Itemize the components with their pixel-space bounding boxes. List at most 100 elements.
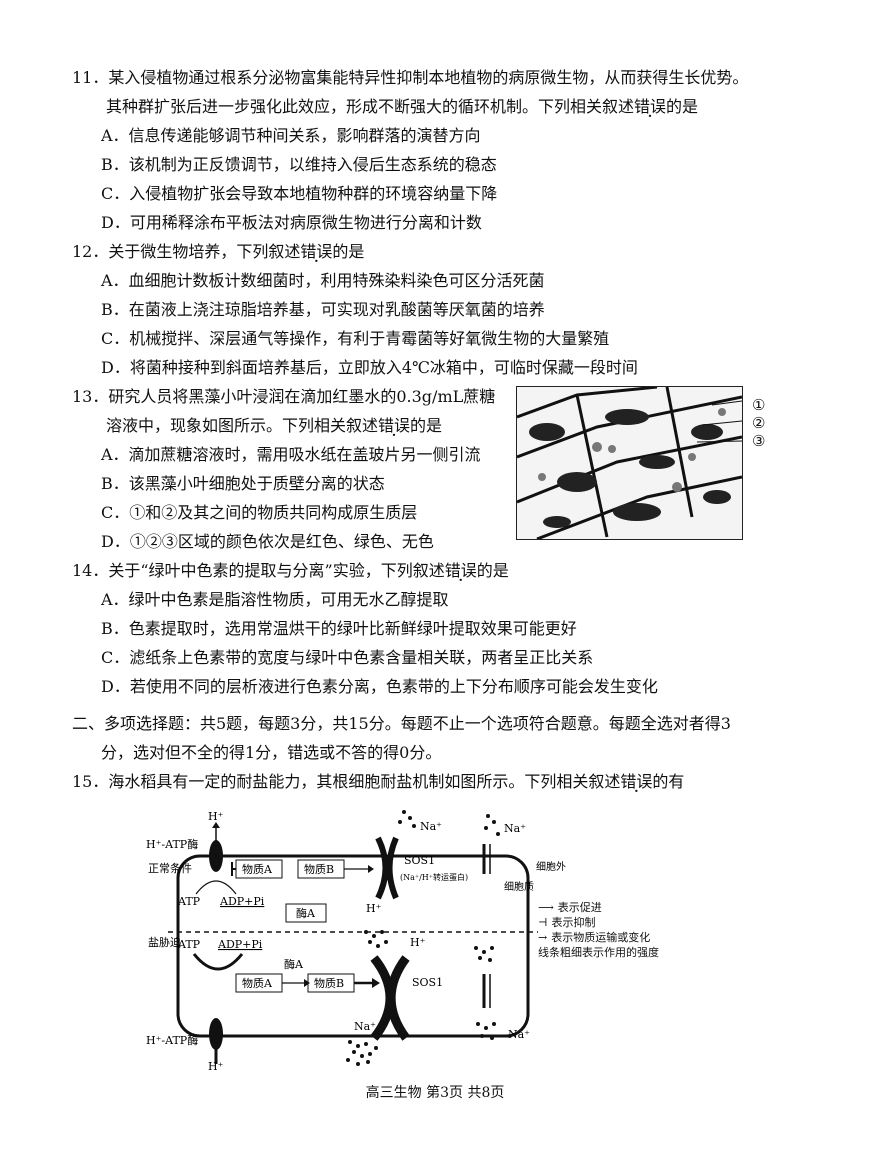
diagram-svg: 正常条件 盐胁迫 H⁺ H⁺-ATP酶 ATP ADP+Pi 物质A 物质B 酶… [146, 810, 566, 1073]
promote-arrow-icon: ⟶ [538, 901, 554, 914]
sos1-top-left [375, 836, 389, 900]
q13-option-a: A．滴加蔗糖溶液时，需用吸水纸在盖玻片另一侧引流 [101, 445, 481, 464]
h-top-label: H⁺ [208, 810, 224, 823]
na-top-label: Na⁺ [420, 820, 442, 833]
q14-option-b: B．色素提取时，选用常温烘干的绿叶比新鲜绿叶提取效果可能更好 [101, 619, 577, 638]
na-dots-top-left [398, 810, 416, 828]
q11-option-d: D．可用稀释涂布平板法对病原微生物进行分离和计数 [101, 213, 482, 232]
q12-option-c: C．机械搅拌、深层通气等操作，有利于青霉菌等好氧微生物的大量繁殖 [101, 329, 610, 348]
sos1-note: (Na⁺/H⁺转运蛋白) [400, 872, 468, 882]
q14-option-c: C．滤纸条上色素带的宽度与绿叶中色素含量相关联，两者呈正比关系 [101, 648, 594, 667]
legend-promote: ⟶表示促进 [538, 900, 659, 915]
substance-a-top: 物质A [242, 862, 273, 876]
cell-membrane [176, 854, 530, 1038]
na-dots-bottom-left [346, 1040, 378, 1066]
label-3: ③ [752, 432, 766, 450]
salt-label: 盐胁迫 [148, 935, 181, 949]
q15-stem-text: 15．海水稻具有一定的耐盐能力，其根细胞耐盐机制如图所示。下列相关叙述 [72, 772, 621, 791]
q11-wrong-emphasis: 错误 [634, 97, 666, 116]
q13-stem-end: 的是 [410, 416, 443, 435]
salt-tolerance-diagram: 正常条件 盐胁迫 H⁺ H⁺-ATP酶 ATP ADP+Pi 物质A 物质B 酶… [138, 808, 698, 1073]
sos1-bottom-right [386, 955, 410, 1041]
enzyme-a-top: 酶A [296, 907, 316, 920]
q14-stem-end: 的是 [476, 561, 509, 580]
atp-bottom: ATP [177, 938, 201, 951]
adp-bottom: ADP+Pi [217, 938, 263, 951]
q14-stem: 14．关于“绿叶中色素的提取与分离”实验，下列叙述错误的是 [72, 557, 509, 581]
h-in-top: H⁺ [366, 902, 382, 915]
page-footer: 高三生物 第3页 共8页 [365, 1085, 505, 1101]
q14-stem-text: 14．关于“绿叶中色素的提取与分离”实验，下列叙述 [72, 561, 445, 580]
substance-b-top: 物质B [304, 862, 334, 876]
q12-option-d: D．将菌种接种到斜面培养基后，立即放入4℃冰箱中，可临时保藏一段时间 [101, 358, 638, 377]
legend-thickness-text: 线条粗细表示作用的强度 [538, 946, 659, 959]
q11-option-b: B．该机制为正反馈调节，以维持入侵后生态系统的稳态 [101, 155, 497, 174]
q14-wrong-emphasis: 错误 [445, 561, 477, 580]
q12-wrong-emphasis: 错误 [300, 242, 332, 261]
section2-line1: 二、多项选择题：共5题，每题3分，共15分。每题不止一个选项符合题意。每题全选对… [72, 714, 731, 733]
q13-stem-line2: 溶液中，现象如图所示。下列相关叙述错误的是 [106, 412, 442, 436]
substance-b-bottom: 物质B [314, 976, 344, 990]
q13-option-d: D．①②③区域的颜色依次是红色、绿色、无色 [101, 532, 434, 551]
h-atpase-top-shape [209, 840, 223, 872]
q11-option-c: C．入侵植物扩张会导致本地植物种群的环境容纳量下降 [101, 184, 498, 203]
sos1-top-right [386, 836, 399, 900]
h-atpase-bottom-shape [209, 1018, 223, 1050]
q13-option-c: C．①和②及其之间的物质共同构成原生质层 [101, 503, 418, 522]
legend-inhibit-text: 表示抑制 [551, 916, 596, 929]
q15-stem: 15．海水稻具有一定的耐盐能力，其根细胞耐盐机制如图所示。下列相关叙述错误的有 [72, 768, 684, 792]
q14-option-d: D．若使用不同的层析液进行色素分离，色素带的上下分布顺序可能会发生变化 [101, 677, 658, 696]
label-2: ② [752, 414, 766, 432]
q11-option-a: A．信息传递能够调节种间关系，影响群落的演替方向 [101, 126, 481, 145]
q11-stem-line2: 其种群扩张后进一步强化此效应，形成不断强大的循环机制。下列相关叙述错误的是 [106, 93, 698, 117]
legend-transport: →表示物质运输或变化 [538, 930, 659, 945]
sos1-top-label: SOS1 [404, 854, 435, 867]
h-atpase-bottom-label: H⁺-ATP酶 [146, 1034, 198, 1047]
arrow-a-b-head-bottom [304, 979, 310, 987]
q13-stem-line1: 13．研究人员将黑藻小叶浸润在滴加红墨水的0.3g/mL蔗糖 [72, 387, 496, 406]
label-1: ① [752, 396, 766, 414]
q11-stem-end: 的是 [666, 97, 699, 116]
na-dots-bottom-top [364, 930, 388, 948]
legend-transport-text: 表示物质运输或变化 [551, 931, 651, 944]
q14-option-a: A．绿叶中色素是脂溶性物质，可用无水乙醇提取 [101, 590, 449, 609]
legend-inhibit: ⊣表示抑制 [538, 915, 659, 930]
atp-top: ATP [177, 895, 201, 908]
arrow-b-head-bottom [372, 978, 380, 988]
legend-thickness: 线条粗细表示作用的强度 [538, 945, 659, 960]
na-dots-bottom-right-top [474, 946, 494, 962]
q15-wrong-emphasis: 错误 [620, 772, 652, 791]
legend-promote-text: 表示促进 [557, 901, 602, 914]
h-out-arrowhead [212, 822, 220, 828]
q13-option-b: B．该黑藻小叶细胞处于质壁分离的状态 [101, 474, 385, 493]
h-atpase-top-label: H⁺-ATP酶 [146, 838, 198, 851]
q12-option-b: B．在菌液上浇注琼脂培养基，可实现对乳酸菌等厌氧菌的培养 [101, 300, 545, 319]
atp-top-arc [195, 880, 237, 895]
sos1-bottom-label: SOS1 [412, 976, 443, 989]
micrograph-labels: ① ② ③ [752, 396, 765, 450]
adp-top: ADP+Pi [219, 895, 265, 908]
normal-label: 正常条件 [148, 861, 192, 875]
q12-stem-text: 12．关于微生物培养，下列叙述 [72, 242, 301, 261]
na-bottom-label: Na⁺ [354, 1020, 376, 1033]
enzyme-a-bottom: 酶A [284, 958, 304, 971]
h-bottom-label: H⁺ [208, 1060, 224, 1073]
cytoplasm-label: 细胞质 [504, 880, 534, 893]
micrograph-image [516, 386, 743, 540]
extracellular-label: 细胞外 [536, 860, 566, 873]
enzyme-a-top-box [285, 903, 327, 923]
q13-stem-text: 溶液中，现象如图所示。下列相关叙述 [106, 416, 379, 435]
inhibit-bar-icon: ⊣ [538, 916, 548, 929]
micrograph-drawing [517, 387, 742, 539]
atp-bottom-arc [192, 953, 244, 971]
q13-wrong-emphasis: 错误 [378, 416, 410, 435]
na-dots-bottom-right-bottom [476, 1022, 496, 1040]
q12-stem: 12．关于微生物培养，下列叙述错误的是 [72, 238, 364, 262]
q12-stem-end: 的是 [332, 242, 365, 261]
q12-option-a: A．血细胞计数板计数细菌时，利用特殊染料染色可区分活死菌 [101, 271, 545, 290]
diagram-legend: ⟶表示促进 ⊣表示抑制 →表示物质运输或变化 线条粗细表示作用的强度 [538, 900, 659, 960]
section2-line2: 分，选对但不全的得1分，错选或不答的得0分。 [101, 743, 442, 762]
transport-arrow-icon: → [538, 931, 548, 944]
na-bottom-right-label: Na⁺ [508, 1028, 530, 1041]
